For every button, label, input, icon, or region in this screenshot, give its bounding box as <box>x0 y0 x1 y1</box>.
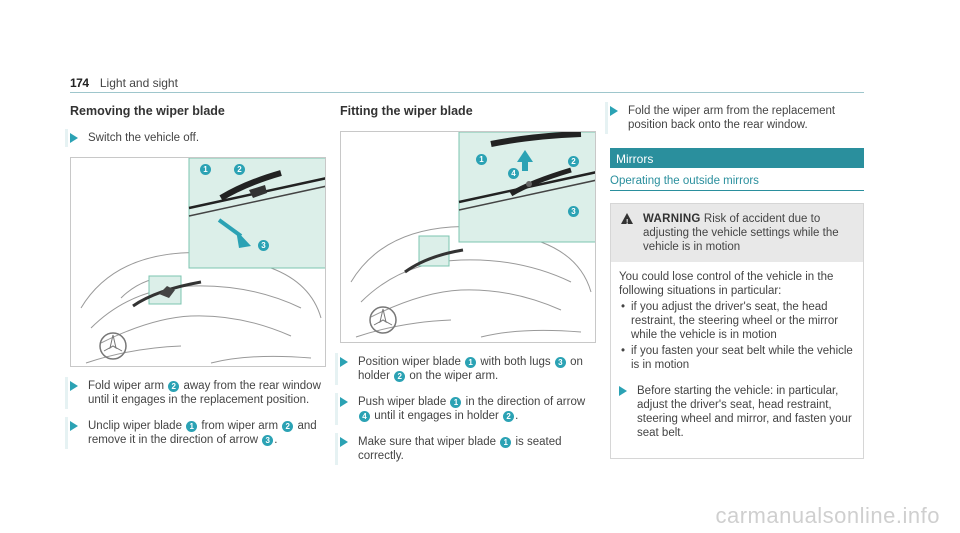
subheading-outside-mirrors: Operating the outside mirrors <box>610 175 864 191</box>
step-arrow-icon <box>70 421 78 431</box>
callout-3: 3 <box>262 435 274 446</box>
warning-text: You could lose control of the vehicle in… <box>619 271 834 297</box>
callout-2: 2 <box>168 381 180 392</box>
callout-1: 1 <box>465 357 477 368</box>
step-unclip-blade: Unclip wiper blade 1 from wiper arm 2 an… <box>65 417 326 449</box>
column-mirrors: Fold the wiper arm from the replacement … <box>605 102 864 459</box>
warning-title: Risk of accident due to adjusting the ve… <box>643 213 839 253</box>
callout-1: 1 <box>450 397 462 408</box>
car-rear-illustration <box>350 132 595 338</box>
callout-2: 2 <box>568 156 579 167</box>
callout-4: 4 <box>359 411 370 422</box>
warning-triangle-icon: ! <box>621 213 633 226</box>
callout-3: 3 <box>258 240 269 251</box>
page-header: 174 Light and sight <box>70 76 178 90</box>
callout-2: 2 <box>234 164 245 175</box>
callout-1: 1 <box>200 164 211 175</box>
step-check-seated: Make sure that wiper blade 1 is seated c… <box>335 433 596 465</box>
step-arrow-icon <box>340 437 348 447</box>
warning-header: ! WARNING Risk of accident due to adjust… <box>611 204 863 262</box>
step-fold-back: Fold the wiper arm from the replacement … <box>605 102 864 134</box>
callout-3: 3 <box>554 357 566 368</box>
callout-1: 1 <box>186 421 198 432</box>
step-push-blade: Push wiper blade 1 in the direction of a… <box>335 393 596 425</box>
column-removing: Removing the wiper blade Switch the vehi… <box>65 104 326 459</box>
step-arrow-icon <box>70 381 78 391</box>
watermark: carmanualsonline.info <box>715 503 940 528</box>
page-number: 174 <box>70 76 89 90</box>
callout-2: 2 <box>394 371 406 382</box>
callout-1: 1 <box>476 154 487 165</box>
step-arrow-icon <box>610 106 618 116</box>
callout-2: 2 <box>282 421 294 432</box>
step-arrow-icon <box>340 357 348 367</box>
step-fold-arm: Fold wiper arm 2 away from the rear wind… <box>65 377 326 409</box>
warning-label: WARNING <box>643 213 701 225</box>
heading-removing: Removing the wiper blade <box>70 104 225 118</box>
step-arrow-icon <box>70 133 78 143</box>
callout-3: 3 <box>568 206 579 217</box>
column-fitting: Fitting the wiper blade 1 4 2 <box>335 104 596 475</box>
section-banner-mirrors: Mirrors <box>610 148 864 168</box>
figure-removing-wiper: 1 2 3 <box>70 157 326 367</box>
figure-fitting-wiper: 1 4 2 3 <box>340 131 596 343</box>
step-before-starting: Before starting the vehicle: in particul… <box>619 384 855 440</box>
brand-star-icon <box>369 306 397 334</box>
header-rule <box>70 92 864 93</box>
warning-box: ! WARNING Risk of accident due to adjust… <box>610 203 864 459</box>
car-rear-illustration <box>80 158 325 364</box>
step-arrow-icon <box>340 397 348 407</box>
brand-star-icon <box>99 332 127 360</box>
warning-bullets: if you adjust the driver's seat, the hea… <box>619 300 855 372</box>
step-switch-off: Switch the vehicle off. <box>65 129 326 147</box>
warning-body: You could lose control of the vehicle in… <box>611 262 863 458</box>
step-arrow-icon <box>619 386 627 396</box>
callout-1: 1 <box>500 437 512 448</box>
section-name: Light and sight <box>99 76 178 90</box>
list-item: if you fasten your seat belt while the v… <box>619 344 855 372</box>
callout-2: 2 <box>503 411 515 422</box>
step-position-blade: Position wiper blade 1 with both lugs 3 … <box>335 353 596 385</box>
list-item: if you adjust the driver's seat, the hea… <box>619 300 855 342</box>
callout-4: 4 <box>508 168 519 179</box>
heading-fitting: Fitting the wiper blade <box>340 104 473 118</box>
